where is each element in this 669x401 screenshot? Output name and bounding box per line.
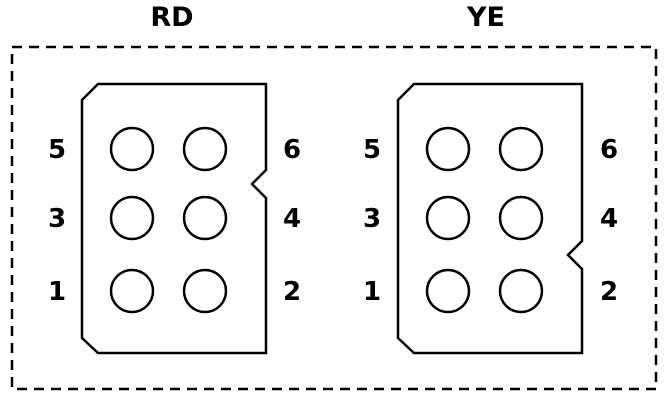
connector-rd: RD 5 6 3 4 1 2: [48, 2, 301, 355]
connector-rd-pin-4: [182, 195, 228, 241]
connector-rd-pin-2-label: 2: [283, 277, 301, 307]
connector-ye-pin-5-label: 5: [363, 135, 381, 165]
connector-ye-pin-3-label: 3: [363, 204, 381, 234]
connector-rd-pin-1-label: 1: [48, 277, 66, 307]
connector-rd-pin-2: [182, 268, 228, 314]
connector-rd-pin-6: [182, 126, 228, 172]
connector-ye-pin-3: [425, 195, 471, 241]
connector-ye-pin-2: [498, 268, 544, 314]
dashed-enclosure: [10, 45, 658, 391]
connector-ye-pin-1-label: 1: [363, 277, 381, 307]
connector-ye: YE 5 6 3 4 1 2: [363, 2, 618, 355]
connector-rd-pin-3-label: 3: [48, 204, 66, 234]
connector-rd-pin-1: [109, 268, 155, 314]
connector-ye-pin-4: [498, 195, 544, 241]
connector-rd-pin-6-label: 6: [283, 135, 301, 165]
connector-rd-housing: [80, 82, 268, 355]
connector-ye-pin-1: [425, 268, 471, 314]
connector-rd-title: RD: [150, 2, 193, 33]
connector-rd-pin-5-label: 5: [48, 135, 66, 165]
connector-ye-housing: [396, 82, 584, 355]
connector-rd-pin-3: [109, 195, 155, 241]
connector-ye-title: YE: [466, 2, 505, 33]
connector-ye-pin-4-label: 4: [600, 204, 618, 234]
connector-rd-pin-4-label: 4: [283, 204, 301, 234]
connector-ye-pin-2-label: 2: [600, 277, 618, 307]
connector-ye-pin-5: [425, 126, 471, 172]
connector-ye-pin-6: [498, 126, 544, 172]
connector-rd-pin-5: [109, 126, 155, 172]
connector-ye-pin-6-label: 6: [600, 135, 618, 165]
